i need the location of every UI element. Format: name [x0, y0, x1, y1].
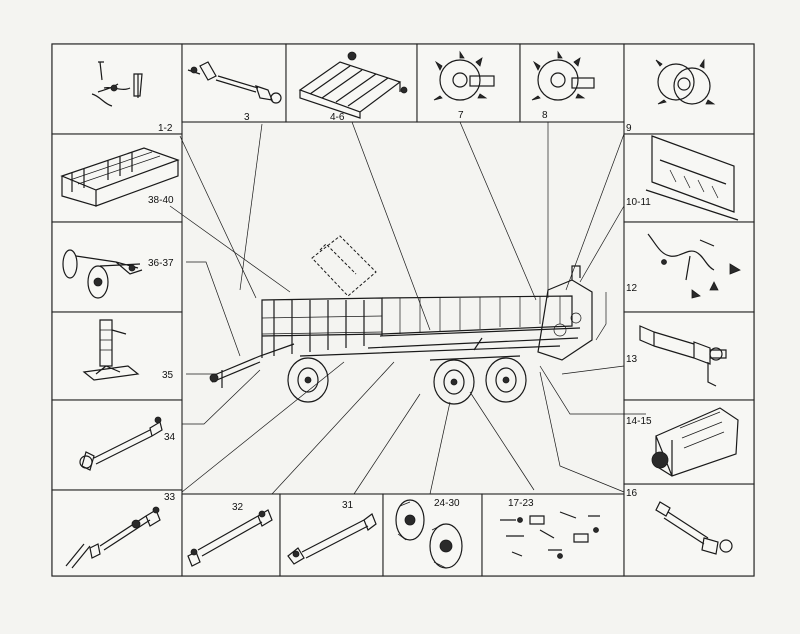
label-8: 8 [542, 110, 548, 121]
cell-double-sprocket [623, 43, 755, 135]
cell-driveshaft [181, 43, 287, 123]
cell-wiring-top-left [51, 43, 183, 135]
cell-pto-shaft-13 [623, 311, 755, 401]
cell-wiring-harness [623, 221, 755, 313]
cell-frame-assembly [285, 43, 418, 123]
label-12: 12 [626, 283, 638, 294]
cell-beater-frame [623, 133, 755, 223]
label-31: 31 [342, 500, 354, 511]
label-14-15: 14-15 [626, 416, 652, 427]
label-9: 9 [626, 123, 632, 134]
cell-gearbox [623, 399, 755, 485]
cell-axle-shaft-32 [181, 493, 281, 577]
callout-labels: 1-2 3 4-6 7 8 9 10-11 12 13 14-15 16 17-… [148, 110, 652, 513]
label-17-23: 17-23 [508, 498, 534, 509]
label-38-40: 38-40 [148, 195, 174, 206]
cell-sprocket-7 [416, 43, 521, 123]
label-36-37: 36-37 [148, 258, 174, 269]
cell-axle-shaft-33 [51, 489, 183, 577]
cell-axle-shaft-31 [279, 493, 384, 577]
label-16: 16 [626, 488, 638, 499]
label-3: 3 [244, 112, 250, 123]
label-13: 13 [626, 354, 638, 365]
leader-lines [169, 121, 646, 495]
cell-hardware-17-23 [481, 493, 625, 577]
cell-jack-stand [51, 311, 183, 401]
label-32: 32 [232, 502, 244, 513]
label-24-30: 24-30 [434, 498, 460, 509]
cell-axle-shaft-34 [51, 399, 183, 491]
label-10-11: 10-11 [626, 197, 651, 208]
label-1-2: 1-2 [158, 123, 173, 134]
cell-support-wheel [51, 221, 183, 313]
label-34: 34 [164, 432, 176, 443]
cell-wheel-pair [382, 493, 483, 577]
cell-axle-shaft-16 [623, 483, 755, 577]
trailer-main-illustration [209, 235, 593, 405]
cell-sprocket-8 [519, 43, 625, 123]
label-4-6: 4-6 [330, 112, 345, 123]
label-7: 7 [458, 110, 464, 121]
cell-trailer-body [51, 133, 183, 223]
label-35: 35 [162, 370, 174, 381]
label-33: 33 [164, 492, 176, 503]
